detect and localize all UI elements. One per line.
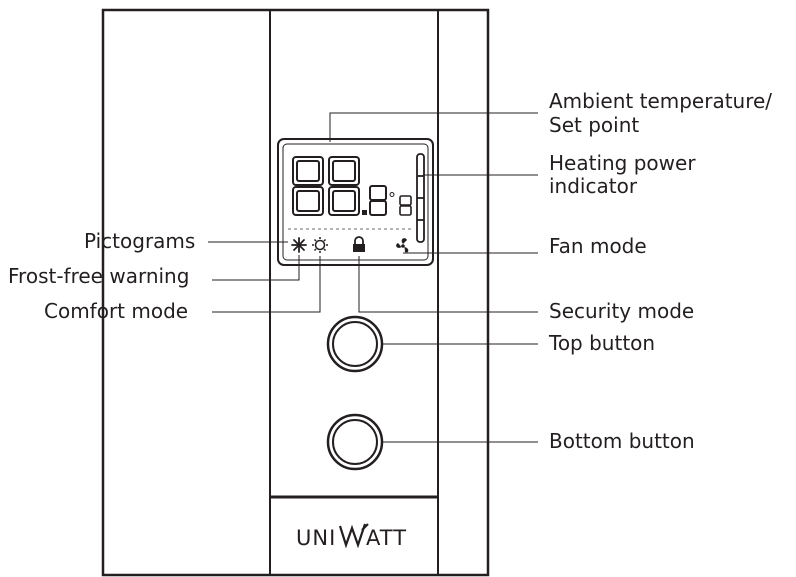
degree-symbol: ° [388, 189, 396, 208]
fan-icon [396, 238, 409, 253]
label-heating-power: Heating power [549, 151, 696, 175]
label-fan-mode: Fan mode [549, 234, 647, 258]
label-ambient-temperature: Ambient temperature/ [549, 89, 772, 113]
brand-logo: UNI ATT [296, 523, 407, 550]
snowflake-icon [291, 237, 307, 253]
label-bottom-button: Bottom button [549, 429, 695, 453]
leader-lines [208, 112, 538, 443]
brand-prefix: UNI [296, 526, 336, 550]
thermostat-body [101, 8, 490, 577]
main-temperature-digits [292, 156, 412, 216]
label-pictograms: Pictograms [84, 229, 195, 253]
heating-power-bar [416, 153, 425, 243]
sun-icon [312, 237, 328, 253]
label-comfort-mode: Comfort mode [44, 299, 188, 323]
label-heating-indicator: indicator [549, 174, 638, 198]
label-security-mode: Security mode [549, 299, 694, 323]
label-set-point: Set point [549, 113, 639, 137]
lock-icon [353, 236, 365, 252]
brand-suffix: ATT [366, 526, 407, 550]
label-frost-free-warning: Frost-free warning [8, 264, 189, 288]
top-button[interactable] [326, 315, 384, 373]
lcd-display: ° [277, 138, 434, 266]
bottom-button[interactable] [326, 413, 384, 471]
brand-w-glyph [338, 523, 369, 549]
label-top-button: Top button [548, 331, 655, 355]
